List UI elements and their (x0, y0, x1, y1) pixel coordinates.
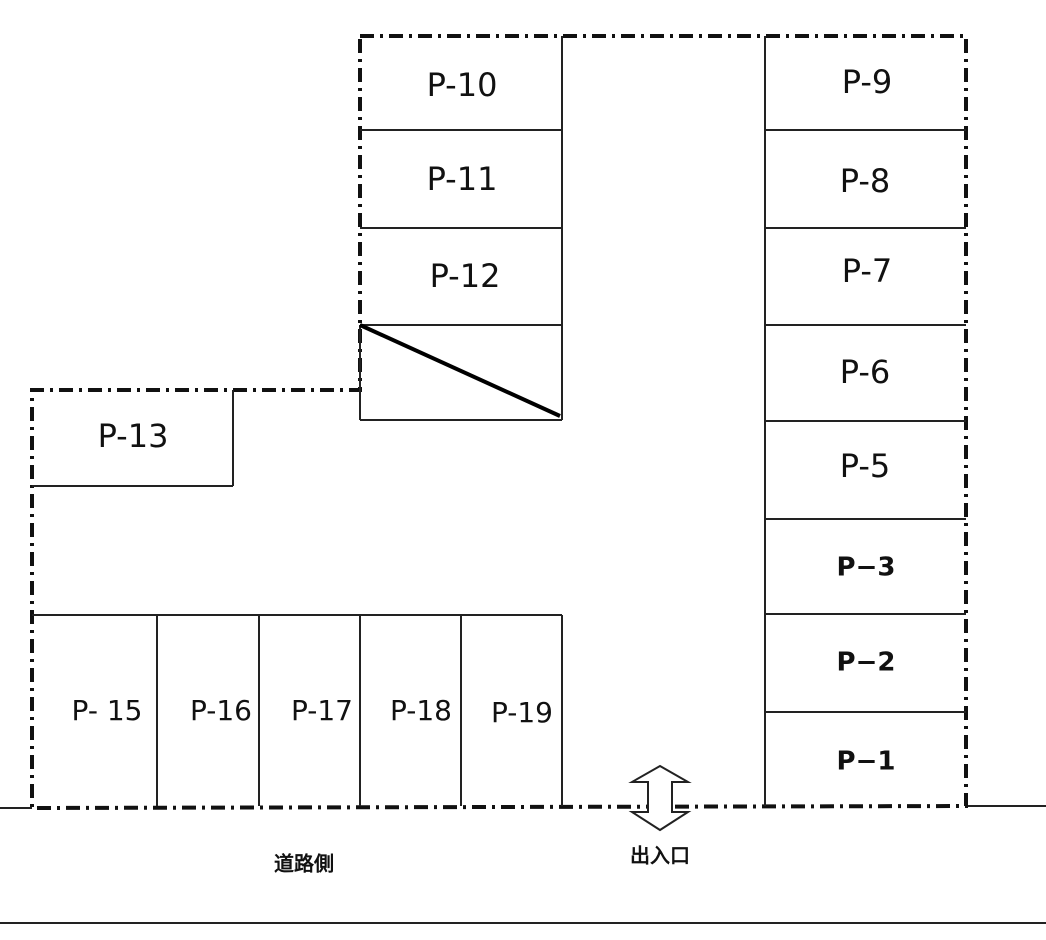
entrance-arrow-icon (628, 764, 692, 832)
stall-label-p2: P−2 (837, 648, 896, 678)
stall-label-p7: P-7 (842, 252, 893, 290)
stall-label-p3: P−3 (837, 553, 896, 583)
stall-label-p6: P-6 (840, 353, 891, 391)
stall-label-p11: P-11 (427, 160, 498, 198)
upper-left-stall-column (359, 36, 563, 421)
stall-label-p16: P-16 (190, 694, 252, 727)
stall-label-p12: P-12 (430, 257, 501, 295)
stall-label-p19: P-19 (491, 696, 553, 729)
stall-label-p15: P- 15 (72, 694, 143, 727)
entrance-label: 出入口 (630, 844, 690, 868)
stall-label-p17: P-17 (291, 694, 353, 727)
stall-label-p18: P-18 (390, 694, 452, 727)
blocked-stall-diagonal (359, 323, 561, 418)
stall-label-p13: P-13 (98, 417, 169, 455)
stall-label-p5: P-5 (840, 447, 891, 485)
p13-stall-outline (32, 390, 234, 487)
road-side-label: 道路側 (274, 852, 334, 876)
stall-label-p10: P-10 (427, 66, 498, 104)
stall-label-p8: P-8 (840, 162, 891, 200)
stall-label-p9: P-9 (842, 63, 893, 101)
stall-label-p1: P−1 (837, 747, 896, 777)
bottom-stall-row (32, 614, 563, 806)
right-stall-column (764, 36, 966, 806)
